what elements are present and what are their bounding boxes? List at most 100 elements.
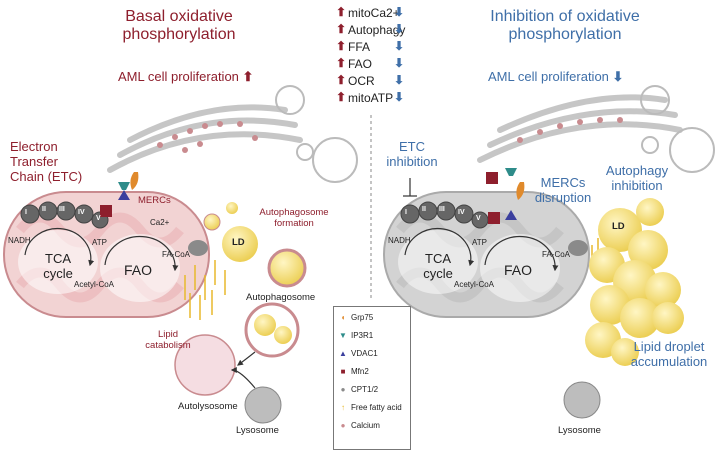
right-tca-line2: cycle bbox=[423, 265, 453, 281]
cpt-icon: ● bbox=[340, 385, 346, 394]
change-label: OCR bbox=[348, 74, 375, 88]
left-tca-line2: cycle bbox=[43, 265, 73, 281]
change-list: ⬆mitoCa2+⬇ ⬆Autophagy⬇ ⬆FFA⬇ ⬆FAO⬇ ⬆OCR⬇… bbox=[334, 5, 414, 107]
right-title: Inhibition of oxidative phosphorylation bbox=[480, 8, 650, 45]
up-arrow-icon: ⬆ bbox=[336, 22, 347, 36]
mercs-label: MERCs bbox=[138, 195, 171, 206]
down-arrow-icon: ⬇ bbox=[394, 5, 405, 19]
lipid-catabolism-label: Lipid catabolism bbox=[138, 329, 198, 352]
legend-label: Calcium bbox=[351, 421, 380, 430]
down-arrow-icon: ⬇ bbox=[394, 90, 405, 104]
lipid-catabolism-line1: Lipid bbox=[157, 329, 179, 340]
left-lysosome-label: Lysosome bbox=[236, 425, 279, 436]
right-complex-ii-label: II bbox=[422, 206, 426, 213]
right-cpt-icon bbox=[568, 240, 588, 256]
lipid-droplet-accumulation-label: Lipid droplet accumulation bbox=[624, 339, 714, 370]
right-lipid-droplet-cluster bbox=[585, 198, 684, 366]
right-title-line1: Inhibition of oxidative bbox=[490, 8, 640, 25]
right-proliferation: AML cell proliferation ⬇ bbox=[488, 69, 624, 85]
legend-item: ▲VDAC1 bbox=[338, 349, 378, 363]
right-nadh-label: NADH bbox=[388, 236, 411, 245]
left-nadh-label: NADH bbox=[8, 236, 31, 245]
up-arrow-icon: ⬆ bbox=[336, 5, 347, 19]
autolysosome-label: Autolysosome bbox=[178, 401, 238, 412]
left-acetyl-coa-label: Acetyl-CoA bbox=[74, 280, 115, 289]
left-lysosome-shape bbox=[244, 386, 282, 424]
right-mfn2-icon bbox=[486, 172, 498, 184]
right-proliferation-label: AML cell proliferation bbox=[488, 69, 609, 84]
right-vesicles bbox=[640, 85, 715, 173]
left-fao-label: FAO bbox=[124, 262, 153, 278]
etc-label-line1: Electron bbox=[10, 139, 58, 154]
legend-item: ● CPT1/2 bbox=[338, 385, 379, 399]
change-label: Autophagy bbox=[348, 23, 406, 37]
right-tca-line1: TCA bbox=[425, 251, 451, 266]
ffa-icon: ↑ bbox=[341, 403, 345, 412]
etc-label-line2: Transfer bbox=[10, 153, 58, 169]
change-label: mitoATP bbox=[348, 91, 394, 105]
right-lysosome-shape bbox=[563, 381, 601, 419]
left-title: Basal oxidative phosphorylation bbox=[118, 8, 240, 45]
left-title-line1: Basal oxidative bbox=[125, 8, 233, 25]
right-complex-v-label: V bbox=[476, 215, 481, 222]
left-er bbox=[107, 104, 303, 173]
left-tca-label: TCA cycle bbox=[38, 251, 78, 282]
legend-item: ■Mfn2 bbox=[338, 367, 369, 381]
legend-label: CPT1/2 bbox=[351, 385, 379, 394]
left-proliferation: AML cell proliferation ⬆ bbox=[118, 69, 253, 85]
right-er bbox=[477, 94, 683, 163]
right-complex-i-label: I bbox=[405, 209, 407, 216]
left-ip3r1-icon bbox=[118, 182, 130, 190]
change-row: ⬆mitoCa2+⬇ bbox=[334, 5, 414, 22]
right-grp75-icon bbox=[516, 182, 525, 200]
left-complex-iv-label: IV bbox=[78, 209, 85, 216]
legend-label: Grp75 bbox=[351, 313, 374, 322]
down-arrow-icon: ⬇ bbox=[612, 69, 624, 84]
right-atp-label: ATP bbox=[472, 238, 487, 247]
left-cpt-icon bbox=[188, 240, 208, 256]
right-er-ribosomes bbox=[517, 117, 623, 143]
lipid-catabolism-line2: catabolism bbox=[145, 339, 191, 351]
calcium-icon: ● bbox=[340, 421, 346, 430]
etc-label-line3: Chain (ETC) bbox=[10, 168, 83, 184]
up-arrow-icon: ⬆ bbox=[336, 90, 347, 104]
change-row: ⬆mitoATP⬇ bbox=[334, 90, 414, 107]
autophagy-inhibition-line1: Autophagy bbox=[605, 163, 669, 178]
right-complex-iii-label: III bbox=[439, 206, 445, 213]
ip3r1-icon: ▼ bbox=[339, 331, 347, 340]
up-arrow-icon: ⬆ bbox=[336, 73, 347, 87]
autolysosome-shape bbox=[174, 334, 236, 396]
left-complex-iii-label: III bbox=[59, 206, 65, 213]
right-acetyl-coa-label: Acetyl-CoA bbox=[454, 280, 495, 289]
left-grp75-icon bbox=[130, 172, 139, 190]
left-complex-i-label: I bbox=[25, 209, 27, 216]
left-title-line2: phosphorylation bbox=[122, 26, 236, 44]
left-mitochondrion bbox=[3, 191, 210, 318]
left-ld-label: LD bbox=[232, 237, 245, 248]
right-tca-label: TCA cycle bbox=[418, 251, 458, 282]
left-ffa-arrows bbox=[184, 260, 226, 320]
down-arrow-icon: ⬇ bbox=[394, 22, 405, 36]
autophagosome-formation-label: Autophagosome formation bbox=[254, 207, 334, 230]
etc-inhibition-line1: ETC bbox=[399, 139, 425, 154]
autophagosome-formation-line2: formation bbox=[274, 217, 314, 229]
mercs-disruption-line2: disruption bbox=[534, 189, 592, 205]
grp75-icon: ◖ bbox=[340, 313, 346, 322]
legend-label: Free fatty acid bbox=[351, 403, 402, 412]
right-fa-coa-label: FA-CoA bbox=[542, 250, 571, 259]
left-proliferation-label: AML cell proliferation bbox=[118, 69, 239, 84]
legend-item: ▼ IP3R1 bbox=[338, 331, 373, 345]
down-arrow-icon: ⬇ bbox=[394, 39, 405, 53]
right-fao-label: FAO bbox=[504, 262, 533, 278]
legend-label: VDAC1 bbox=[351, 349, 378, 358]
left-complex-v-label: V bbox=[96, 215, 101, 222]
right-lysosome-label: Lysosome bbox=[558, 425, 601, 436]
lipid-droplet-line1: Lipid droplet bbox=[633, 339, 705, 354]
legend-item: ↑ Free fatty acid bbox=[338, 403, 402, 417]
etc-inhibition-label: ETC inhibition bbox=[385, 139, 439, 170]
left-lipid-droplets bbox=[203, 202, 307, 358]
change-row: ⬆Autophagy⬇ bbox=[334, 22, 414, 39]
legend-label: IP3R1 bbox=[351, 331, 374, 340]
